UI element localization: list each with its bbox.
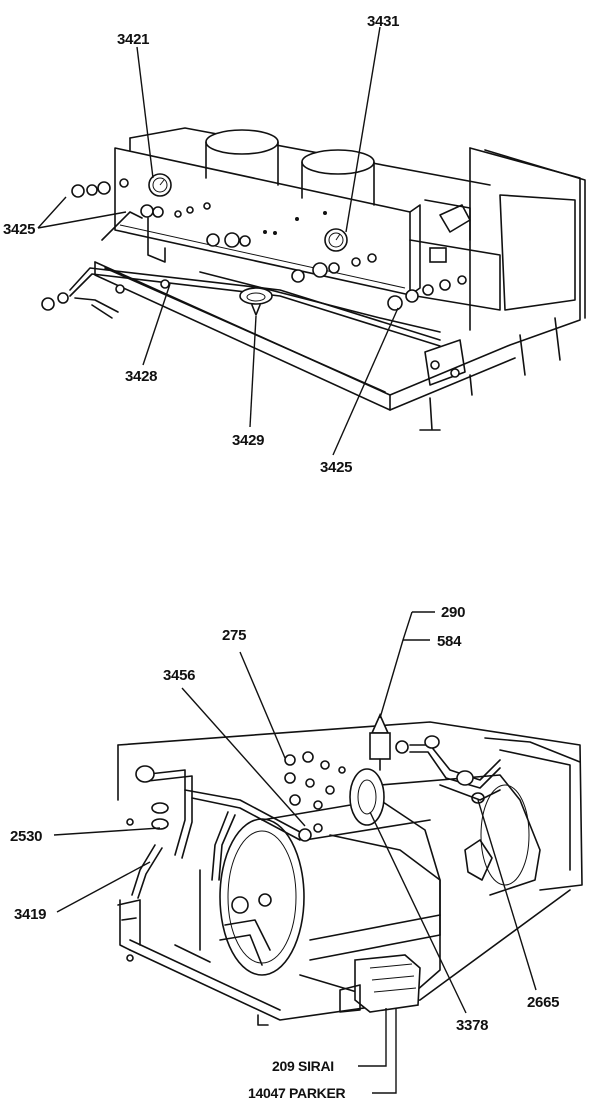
callout-209-sirai: 209 SIRAI [272, 1058, 334, 1074]
callout-3378: 3378 [456, 1017, 488, 1034]
callout-3456: 3456 [163, 667, 195, 684]
callout-14047-parker: 14047 PARKER [248, 1085, 345, 1100]
callout-275: 275 [222, 627, 246, 644]
callout-584: 584 [437, 633, 462, 650]
bottom-machine-drawing [117, 713, 583, 1026]
top-machine-drawing [41, 127, 586, 431]
bottom-callouts: 290 584 275 3456 2530 3419 3378 2665 209… [10, 604, 559, 1100]
callout-3431: 3431 [367, 13, 399, 30]
callout-2665: 2665 [527, 994, 559, 1011]
callout-3429: 3429 [232, 432, 264, 449]
callout-3425-left: 3425 [3, 221, 35, 238]
callout-3419: 3419 [14, 906, 46, 923]
callout-290: 290 [441, 604, 465, 621]
callout-3425-bottom: 3425 [320, 459, 352, 476]
callout-3428: 3428 [125, 368, 157, 385]
top-leader-lines [37, 26, 399, 456]
callout-2530: 2530 [10, 828, 42, 845]
top-callouts: 3421 3431 3425 3428 3429 3425 [3, 13, 399, 476]
callout-3421: 3421 [117, 31, 149, 48]
bottom-leader-lines [53, 611, 537, 1094]
